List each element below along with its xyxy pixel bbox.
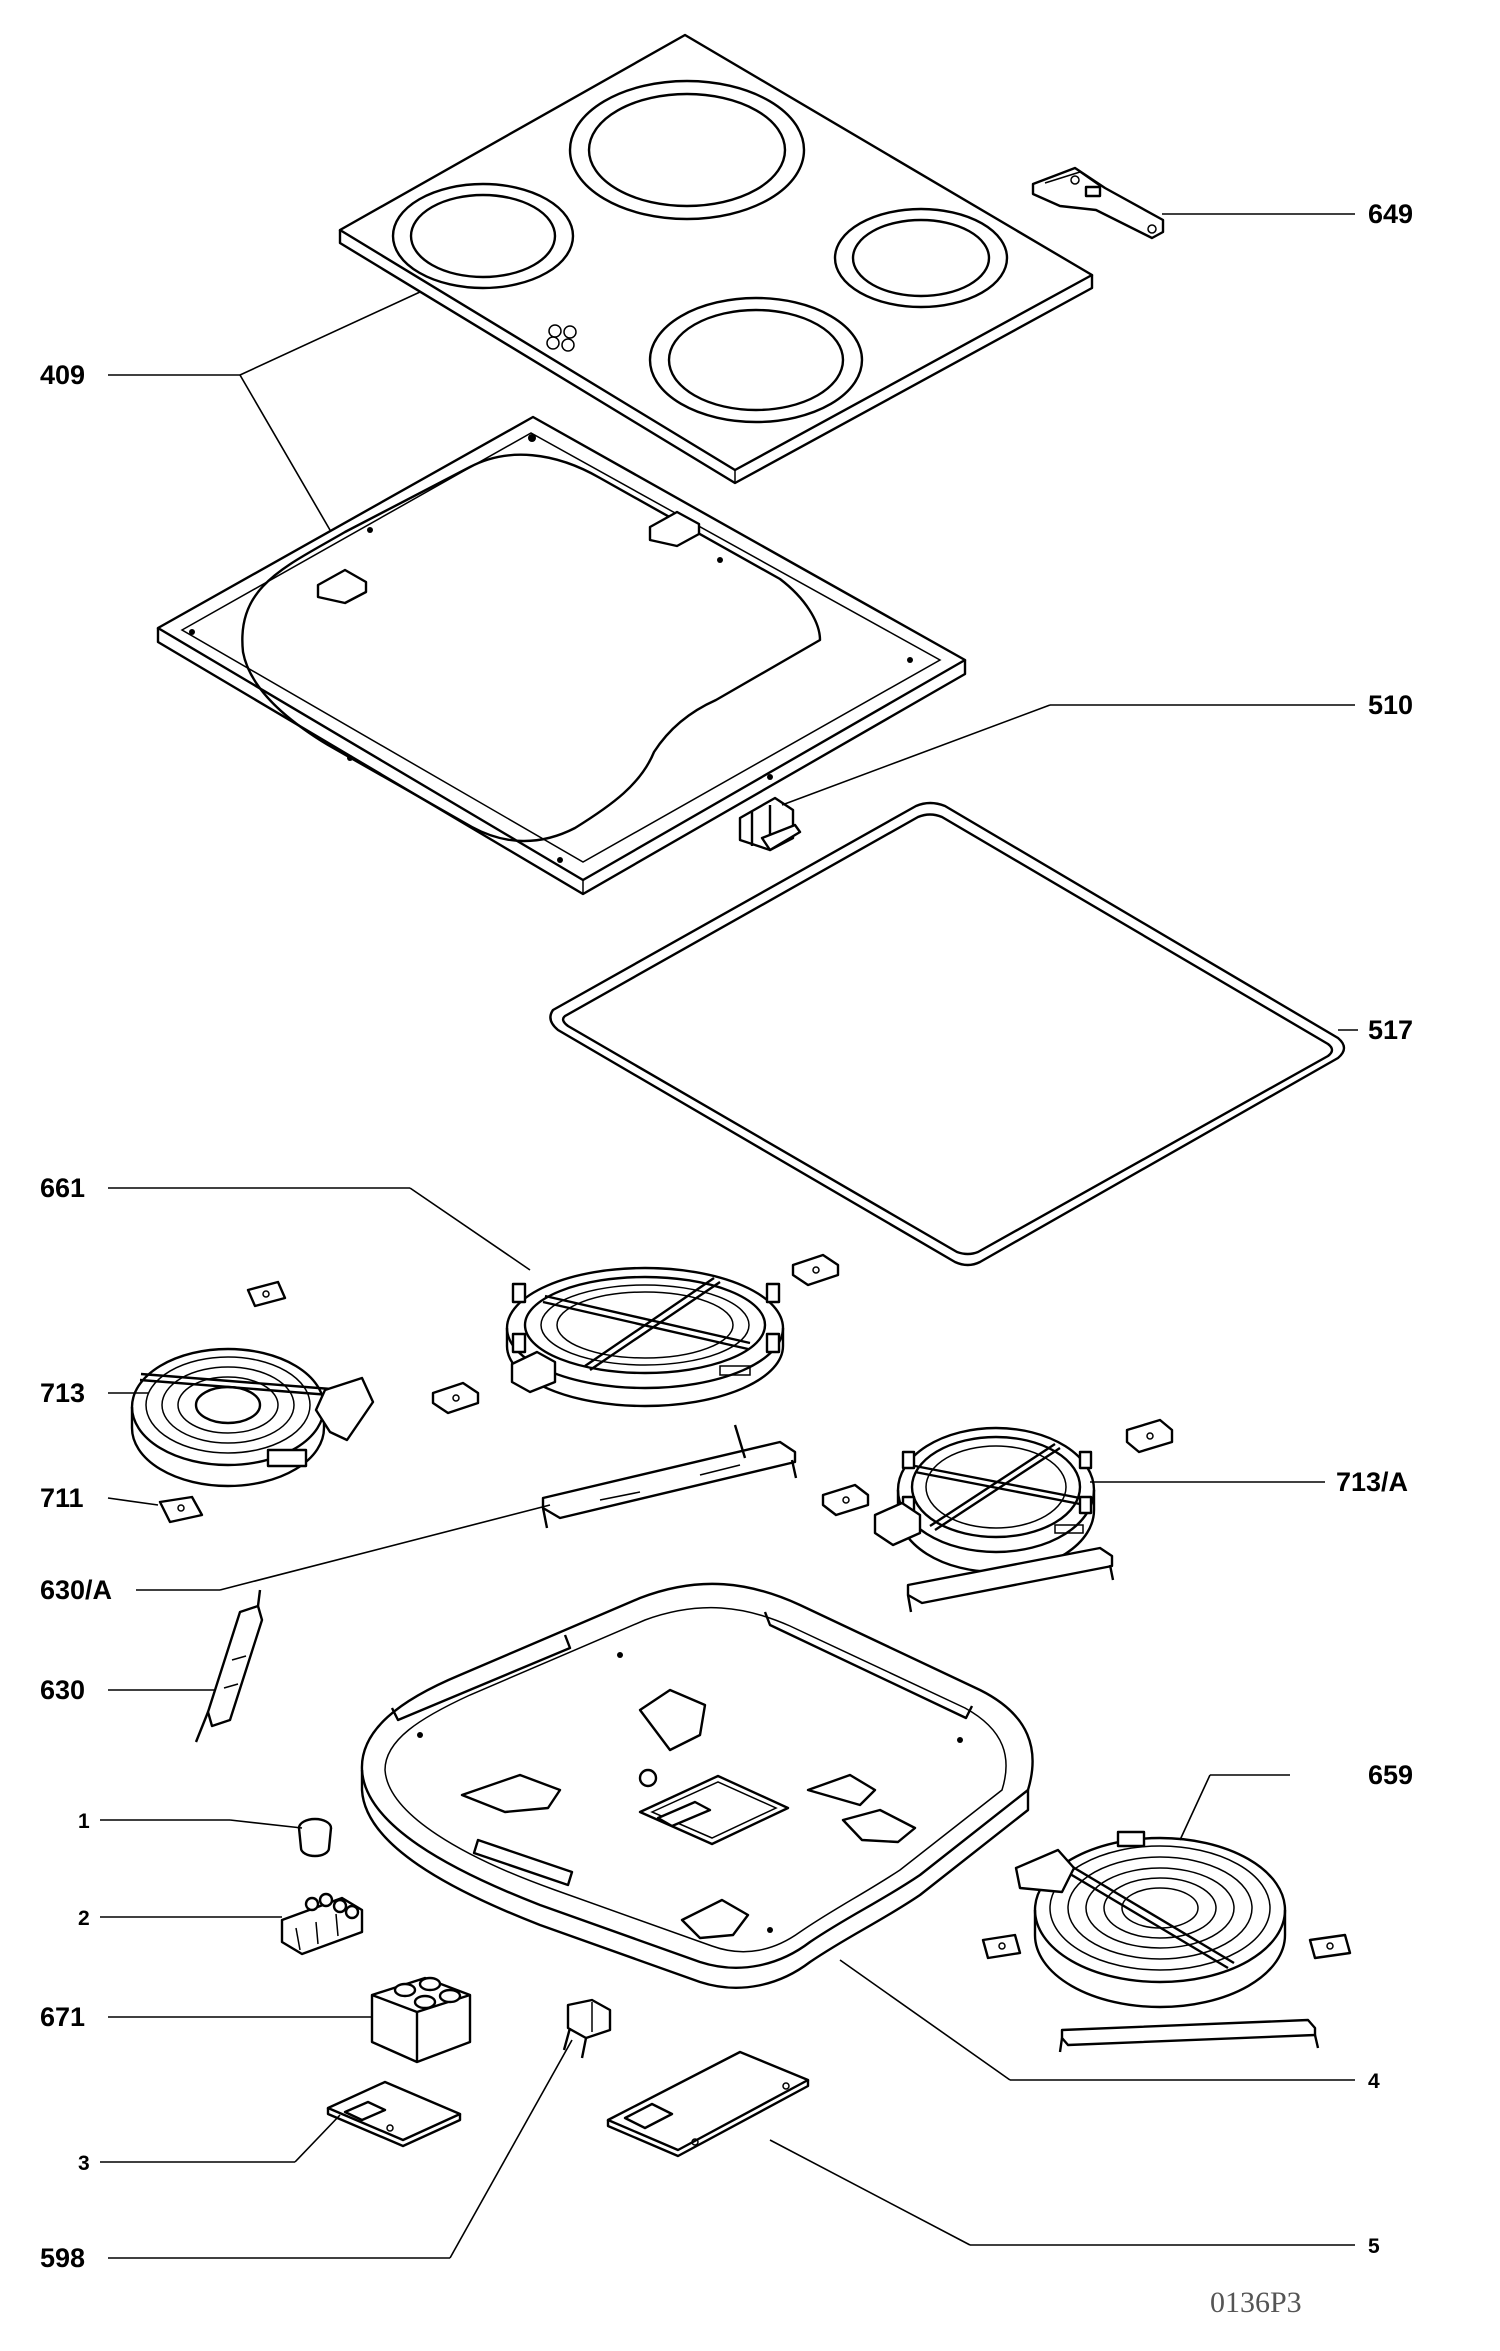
callout-661: 661 [40, 1173, 85, 1203]
callout-713: 713 [40, 1378, 85, 1408]
bracket-649 [1031, 166, 1165, 240]
callout-713a: 713/A [1336, 1467, 1408, 1497]
leader-lines [100, 213, 1358, 2259]
bracket-598 [562, 1998, 612, 2059]
callout-510: 510 [1368, 690, 1413, 720]
callout-2: 2 [78, 1907, 90, 1930]
bracket-under-659 [1058, 2018, 1320, 2053]
callout-1: 1 [78, 1810, 90, 1833]
clip-510 [738, 796, 802, 852]
heating-element-713a [873, 1426, 1096, 1574]
heating-element-659 [1014, 1830, 1287, 2009]
clip-left-of-659 [981, 1933, 1022, 1960]
callout-630a: 630/A [40, 1575, 112, 1605]
callout-4: 4 [1368, 2070, 1380, 2093]
cover-plate-3 [326, 2080, 462, 2148]
callout-659: 659 [1368, 1760, 1413, 1790]
callout-517: 517 [1368, 1015, 1413, 1045]
bracket-under-713a [906, 1546, 1115, 1613]
callout-630: 630 [40, 1675, 85, 1705]
callout-649: 649 [1368, 199, 1413, 229]
bracket-630a [541, 1424, 798, 1529]
clip-left-of-713a [821, 1483, 870, 1517]
clip-711 [158, 1495, 204, 1524]
clip-right-of-713a [1125, 1418, 1174, 1454]
gasket-517 [549, 801, 1346, 1267]
heating-element-713 [130, 1347, 375, 1488]
callout-598: 598 [40, 2243, 85, 2273]
clip-right-of-659 [1308, 1933, 1352, 1960]
clip-right-of-661 [791, 1253, 840, 1287]
clip-left-of-661 [431, 1381, 480, 1415]
callout-5: 5 [1368, 2235, 1380, 2258]
callout-671: 671 [40, 2002, 85, 2032]
callout-labels: 649 409 510 517 661 713 711 713/A 630/A … [40, 199, 1413, 2319]
drawing-code: 0136P3 [1210, 2286, 1302, 2319]
hob-frame [156, 415, 967, 896]
callout-3: 3 [78, 2152, 90, 2175]
plate-5 [606, 2050, 810, 2158]
connector-housing-671 [370, 1976, 472, 2064]
control-symbol-icon [546, 324, 577, 352]
ceramic-hob-top [338, 33, 1094, 485]
bottom-tray-4 [360, 1582, 1034, 1989]
plug-1 [297, 1817, 333, 1858]
terminal-block-2 [280, 1892, 364, 1956]
bracket-630 [194, 1589, 264, 1743]
callout-711: 711 [40, 1483, 84, 1513]
callout-409: 409 [40, 360, 85, 390]
clip-above-713 [246, 1280, 287, 1308]
heating-element-661 [505, 1266, 785, 1408]
